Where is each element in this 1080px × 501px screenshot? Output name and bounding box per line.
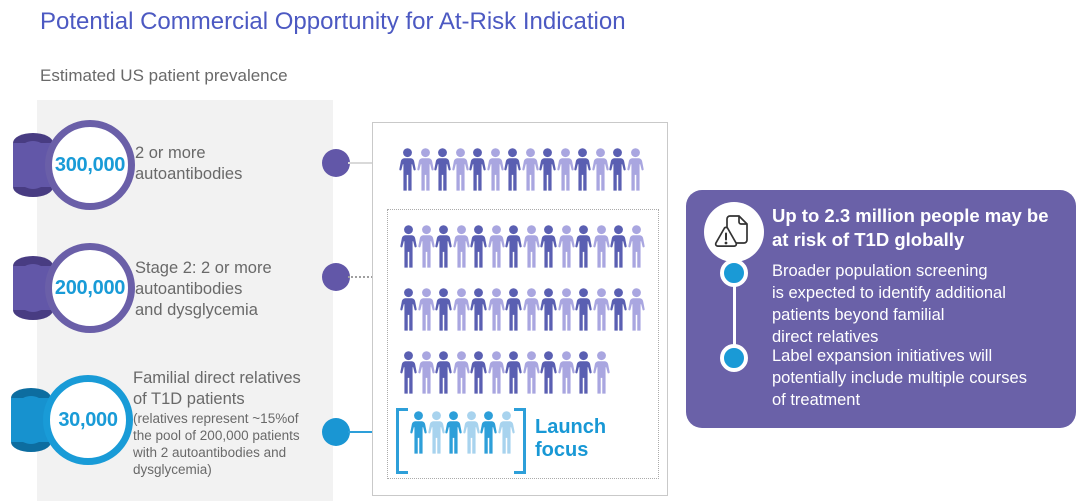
person-icon <box>523 224 540 270</box>
person-icon <box>435 224 452 270</box>
person-icon <box>488 350 505 396</box>
launch-bracket-left-icon <box>396 408 408 474</box>
person-icon <box>498 410 515 456</box>
person-icon <box>488 224 505 270</box>
connector-dot <box>322 149 350 177</box>
stat-note: (relatives represent ~15%of the pool of … <box>133 411 300 477</box>
bullet-marker-icon <box>720 259 748 287</box>
person-icon <box>628 224 645 270</box>
connector-dot <box>322 418 350 446</box>
person-icon <box>452 147 469 193</box>
launch-focus-label: Launch focus <box>535 416 607 461</box>
person-icon <box>558 287 575 333</box>
person-icon <box>628 287 645 333</box>
pictogram-panel: Launch focus <box>372 122 668 496</box>
person-icon <box>575 224 592 270</box>
person-icon <box>400 287 417 333</box>
person-icon <box>575 350 592 396</box>
person-icon <box>505 224 522 270</box>
person-icon <box>470 350 487 396</box>
person-icon <box>445 410 462 456</box>
stage2-dotted-box: Launch focus <box>387 209 659 479</box>
person-icon <box>610 224 627 270</box>
callout-heading: Up to 2.3 million people may be at risk … <box>772 205 1049 250</box>
person-icon <box>487 147 504 193</box>
stat-circle: 300,000 <box>45 120 135 210</box>
person-icon <box>522 147 539 193</box>
bullet-rail <box>732 261 736 359</box>
connector-dotted-line <box>348 276 388 278</box>
launch-focus-row <box>410 410 515 456</box>
person-icon <box>504 147 521 193</box>
person-icon <box>593 350 610 396</box>
person-icon <box>540 224 557 270</box>
person-icon <box>470 224 487 270</box>
stat-value: 30,000 <box>58 408 118 431</box>
person-icon <box>480 410 497 456</box>
person-icon <box>469 147 486 193</box>
person-icon <box>434 147 451 193</box>
launch-bracket-right-icon <box>514 408 526 474</box>
person-icon <box>575 287 592 333</box>
person-icon <box>400 224 417 270</box>
subtitle: Estimated US patient prevalence <box>40 66 288 85</box>
bullet-marker-icon <box>720 344 748 372</box>
person-icon <box>539 147 556 193</box>
person-icon <box>428 410 445 456</box>
person-icon <box>593 287 610 333</box>
person-icon <box>505 350 522 396</box>
person-icon <box>593 224 610 270</box>
callout-bullet: Broader population screening is expected… <box>772 262 1006 346</box>
person-icon <box>540 350 557 396</box>
stat-circle: 30,000 <box>43 375 133 465</box>
person-icon <box>627 147 644 193</box>
person-icon <box>609 147 626 193</box>
person-icon <box>400 350 417 396</box>
person-icon <box>488 287 505 333</box>
document-warning-glyph <box>714 215 748 247</box>
connector-line <box>348 162 374 164</box>
person-icon <box>463 410 480 456</box>
person-icon <box>540 287 557 333</box>
person-icon <box>453 287 470 333</box>
stat-label: 2 or more autoantibodies <box>135 144 243 183</box>
person-icon <box>558 224 575 270</box>
person-icon <box>558 350 575 396</box>
pictogram-row <box>400 350 610 396</box>
stat-label: Stage 2: 2 or more autoantibodies and dy… <box>135 259 272 319</box>
person-icon <box>435 287 452 333</box>
stat-value: 300,000 <box>54 153 126 176</box>
stat-value: 200,000 <box>54 276 126 299</box>
cylinder-shape-icon <box>13 256 53 320</box>
person-icon <box>418 224 435 270</box>
person-icon <box>523 350 540 396</box>
person-icon <box>470 287 487 333</box>
alert-document-icon <box>704 202 764 262</box>
pictogram-row <box>400 287 645 333</box>
callout-box: Up to 2.3 million people may be at risk … <box>686 190 1076 428</box>
cylinder-shape-icon <box>13 133 53 197</box>
person-icon <box>418 350 435 396</box>
person-icon <box>410 410 427 456</box>
person-icon <box>418 287 435 333</box>
pictogram-row <box>399 147 644 193</box>
connector-dot <box>322 263 350 291</box>
callout-bullet: Label expansion initiatives will potenti… <box>772 347 1027 409</box>
person-icon <box>610 287 627 333</box>
person-icon <box>523 287 540 333</box>
pictogram-row <box>400 224 645 270</box>
person-icon <box>435 350 452 396</box>
person-icon <box>453 224 470 270</box>
stat-label: Familial direct relatives of T1D patient… <box>133 369 301 408</box>
person-icon <box>574 147 591 193</box>
stat-circle: 200,000 <box>45 243 135 333</box>
cylinder-shape-icon <box>11 388 51 452</box>
person-icon <box>505 287 522 333</box>
person-icon <box>399 147 416 193</box>
person-icon <box>453 350 470 396</box>
person-icon <box>592 147 609 193</box>
person-icon <box>417 147 434 193</box>
person-icon <box>557 147 574 193</box>
page-title: Potential Commercial Opportunity for At-… <box>40 8 626 35</box>
